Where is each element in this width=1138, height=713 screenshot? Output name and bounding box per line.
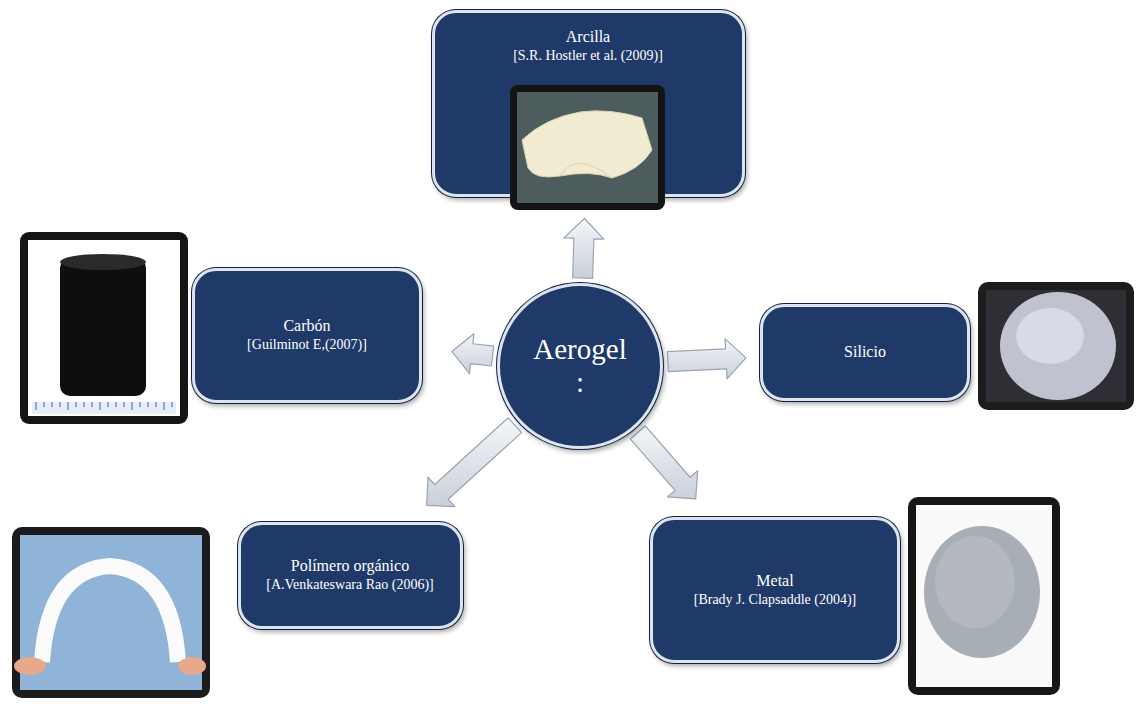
- node-title: Arcilla: [566, 27, 610, 46]
- node-title: Silicio: [844, 342, 886, 361]
- polymer-aerogel-photo: [12, 527, 210, 698]
- clay-fold: [560, 163, 612, 178]
- block-arrow: [630, 426, 697, 499]
- category-box: Carbón [Guilminot E,(2007)]: [192, 268, 422, 403]
- clay-sheet: [522, 111, 652, 178]
- citation-text: [S.R. Hostler et al. (2009)]: [513, 48, 663, 65]
- photo-ground: [986, 290, 1126, 402]
- photo-ground: [28, 240, 180, 416]
- silica-aerogel-photo: [978, 282, 1134, 410]
- photo-ground: [517, 92, 658, 203]
- carbon-aerogel-photo: [20, 232, 188, 424]
- category-box: Silicio: [760, 304, 970, 401]
- metal-aerogel-photo: [908, 497, 1060, 695]
- ruler: [32, 402, 176, 414]
- metal-disc: [924, 526, 1040, 658]
- photo-frame: [12, 527, 210, 698]
- photo-frame: [908, 497, 1060, 695]
- carbon-cylinder: [60, 258, 146, 396]
- photo-frame: [20, 232, 188, 424]
- ruler-ticks: [36, 402, 172, 410]
- citation-text: [Brady J. Clapsaddle (2004)]: [694, 592, 857, 609]
- node-title: Polímero orgánico: [291, 556, 409, 575]
- citation-text: [A.Venkateswara Rao (2006)]: [266, 577, 434, 594]
- citation-text: [Guilminot E,(2007)]: [247, 337, 367, 354]
- category-box: Metal [Brady J. Clapsaddle (2004)]: [650, 517, 900, 663]
- clay-aerogel-photo: [510, 85, 665, 210]
- category-box: Polímero orgánico [A.Venkateswara Rao (20…: [238, 522, 463, 629]
- category-box: Arcilla [S.R. Hostler et al. (2009)]: [432, 10, 745, 197]
- finger: [14, 657, 46, 675]
- block-arrow: [564, 218, 604, 278]
- node-title: Metal: [756, 571, 793, 590]
- node-title: Carbón: [283, 316, 330, 335]
- silica-disc: [1000, 292, 1116, 400]
- block-arrow: [452, 334, 494, 374]
- block-arrow: [427, 418, 522, 507]
- polymer-arch: [42, 566, 178, 662]
- photo-frame: [510, 85, 665, 210]
- disc-highlight: [1016, 308, 1084, 364]
- photo-ground: [20, 535, 202, 690]
- photo-ground: [916, 505, 1052, 687]
- disc-shade: [935, 536, 1015, 628]
- block-arrow: [667, 339, 746, 379]
- cylinder-top: [60, 254, 146, 270]
- hub-circle: Aerogel :: [497, 283, 663, 449]
- finger: [178, 657, 206, 675]
- node-title: Aerogel :: [530, 333, 630, 400]
- photo-frame: [978, 282, 1134, 410]
